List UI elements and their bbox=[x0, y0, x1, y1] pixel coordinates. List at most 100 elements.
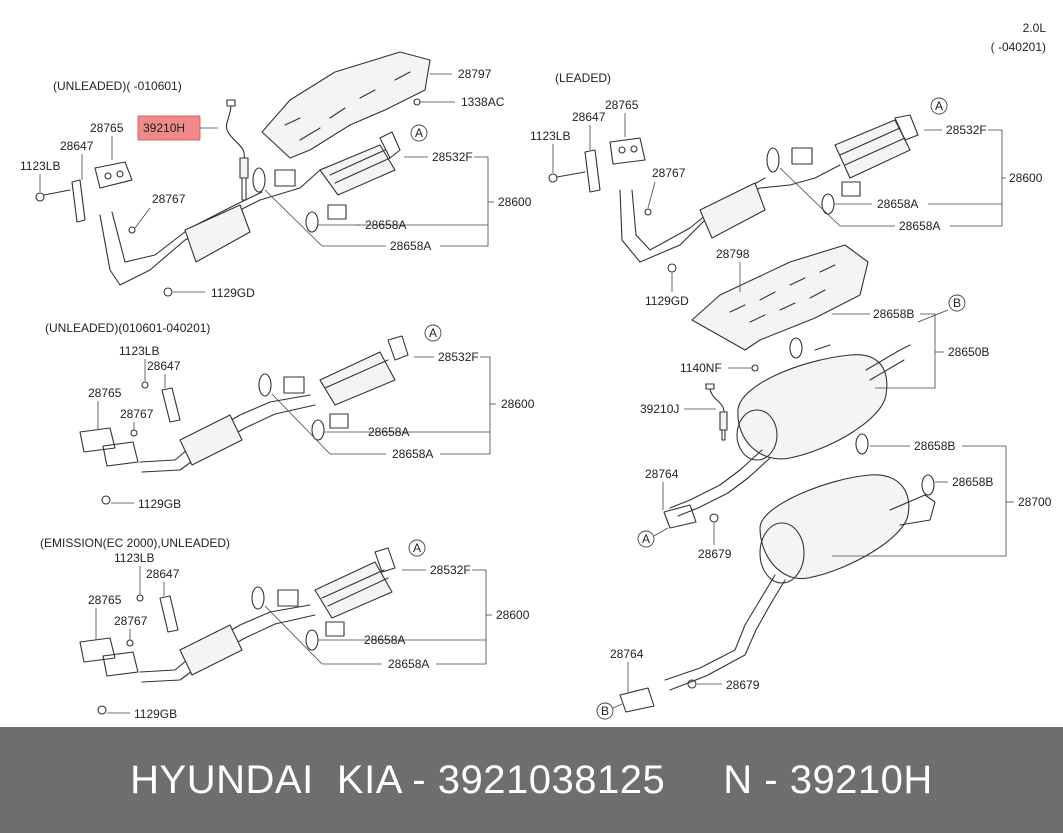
label-28797: 28797 bbox=[458, 67, 492, 81]
label-28765-4: 28765 bbox=[88, 593, 122, 607]
label-28532F-1: 28532F bbox=[432, 150, 473, 164]
heat-shield-28797 bbox=[261, 51, 431, 159]
nut-28767-leaded bbox=[644, 208, 652, 216]
label-1129GD-2: 1129GD bbox=[645, 294, 689, 308]
label-28765-1: 28765 bbox=[90, 121, 124, 135]
label-28647-1: 28647 bbox=[60, 139, 94, 153]
label-28600-1: 28600 bbox=[498, 195, 532, 209]
ref-a-3: A bbox=[429, 326, 437, 340]
ref-a-circle-4 bbox=[408, 539, 426, 557]
bolt-1129GB-mid bbox=[101, 495, 111, 505]
bolt-1129GB-emission bbox=[97, 705, 107, 715]
ref-a-2: A bbox=[935, 99, 943, 113]
section-title-leaded: (LEADED) bbox=[555, 71, 611, 85]
label-28532F-4: 28532F bbox=[430, 563, 471, 577]
gasket-28764-center bbox=[663, 504, 697, 529]
ref-b-circle-1 bbox=[948, 294, 966, 312]
label-28658B-3: 28658B bbox=[952, 475, 993, 489]
ref-a-4: A bbox=[413, 541, 421, 555]
label-28600-3: 28600 bbox=[501, 397, 535, 411]
bracket-28647-early bbox=[71, 179, 86, 223]
label-28798: 28798 bbox=[716, 247, 750, 261]
center-muffler-28650B bbox=[669, 337, 911, 517]
section-title-unleaded-mid: (UNLEADED)(010601-040201) bbox=[45, 321, 210, 335]
label-28658A-2a: 28658A bbox=[877, 197, 918, 211]
section-title-emission: (EMISSION(EC 2000),UNLEADED) bbox=[40, 536, 230, 550]
ref-a-circle-5 bbox=[637, 530, 655, 548]
label-28658A-1a: 28658A bbox=[365, 218, 406, 232]
ref-a-1: A bbox=[415, 126, 423, 140]
label-28679-2: 28679 bbox=[726, 678, 760, 692]
ref-a-5: A bbox=[642, 532, 650, 546]
nut-28679-center bbox=[709, 513, 719, 523]
label-28647-2: 28647 bbox=[572, 110, 606, 124]
gasket-28764-rear bbox=[619, 687, 655, 713]
label-28658A-4a: 28658A bbox=[364, 633, 405, 647]
gasket-28765-early bbox=[94, 161, 133, 189]
nut-28679-rear bbox=[687, 679, 697, 689]
label-28700: 28700 bbox=[1018, 495, 1052, 509]
exhaust-parts-diagram: 2.0L ( -040201) (UNLEADED)( -010601) 287… bbox=[20, 21, 1052, 721]
label-1129GD: 1129GD bbox=[211, 286, 255, 300]
ref-b-2: B bbox=[601, 704, 609, 718]
bolt-1123LB-leaded bbox=[548, 173, 558, 183]
nut-28767-mid bbox=[130, 429, 138, 437]
oxygen-sensor-39210H bbox=[225, 99, 249, 201]
label-28764-1: 28764 bbox=[645, 467, 679, 481]
label-28765-3: 28765 bbox=[88, 386, 122, 400]
label-28764-2: 28764 bbox=[610, 647, 644, 661]
label-28658B-2: 28658B bbox=[914, 439, 955, 453]
oxygen-sensor-39210J bbox=[705, 383, 728, 441]
nut-28767-early bbox=[128, 226, 136, 234]
period-label: ( -040201) bbox=[991, 40, 1046, 54]
bracket-28647-emission bbox=[159, 595, 179, 633]
bolt-1123LB-mid bbox=[141, 381, 149, 389]
rear-muffler-28700 bbox=[664, 433, 936, 691]
label-28532F-3: 28532F bbox=[438, 350, 479, 364]
label-28600-4: 28600 bbox=[496, 608, 530, 622]
label-28658A-4b: 28658A bbox=[388, 657, 429, 671]
label-28658A-2b: 28658A bbox=[899, 219, 940, 233]
bracket-28647-mid bbox=[161, 387, 181, 423]
label-28600-2: 28600 bbox=[1009, 171, 1043, 185]
ref-a-circle-3 bbox=[424, 324, 442, 342]
front-pipe-28600-leaded bbox=[619, 114, 919, 263]
ref-b-1: B bbox=[953, 296, 961, 310]
label-28767-1: 28767 bbox=[152, 192, 186, 206]
label-28650B: 28650B bbox=[948, 345, 989, 359]
gasket-2-mid bbox=[102, 441, 139, 467]
label-1338AC: 1338AC bbox=[461, 95, 505, 109]
label-1140NF: 1140NF bbox=[680, 361, 722, 375]
heat-shield-28798 bbox=[691, 244, 869, 351]
label-28658B-1: 28658B bbox=[873, 307, 914, 321]
label-28767-4: 28767 bbox=[114, 614, 148, 628]
nut-28767-emission bbox=[126, 639, 134, 647]
ref-a-circle-1 bbox=[410, 124, 428, 142]
label-1123LB-4: 1123LB bbox=[114, 551, 154, 565]
label-28647-4: 28647 bbox=[146, 567, 180, 581]
gasket-28765-emission bbox=[79, 637, 116, 663]
ref-a-circle-2 bbox=[930, 97, 948, 115]
footer-banner: HYUNDAI KIA - 3921038125 N - 39210H bbox=[0, 727, 1063, 833]
bracket-28647-leaded bbox=[584, 149, 601, 193]
label-28658A-3a: 28658A bbox=[368, 425, 409, 439]
gasket-28765-mid bbox=[79, 427, 116, 453]
engine-label: 2.0L bbox=[1023, 21, 1047, 35]
label-1123LB-3: 1123LB bbox=[119, 344, 159, 358]
label-1129GB-4: 1129GB bbox=[134, 707, 177, 721]
label-28767-2: 28767 bbox=[652, 166, 686, 180]
bolt-1123LB-early bbox=[35, 192, 45, 202]
bolt-1129GD bbox=[163, 287, 173, 297]
front-pipe-28600-early bbox=[99, 131, 401, 286]
label-1123LB-1: 1123LB bbox=[20, 159, 60, 173]
label-28658A-1b: 28658A bbox=[390, 239, 431, 253]
front-pipe-28600-mid bbox=[139, 335, 409, 473]
label-28679-1: 28679 bbox=[698, 547, 732, 561]
label-28767-3: 28767 bbox=[120, 407, 154, 421]
section-title-unleaded-early: (UNLEADED)( -010601) bbox=[53, 79, 182, 93]
label-1129GB-3: 1129GB bbox=[138, 497, 181, 511]
bolt-1129GD-leaded bbox=[667, 263, 677, 273]
label-39210J: 39210J bbox=[640, 402, 679, 416]
footer-part-number: HYUNDAI KIA - 3921038125 N - 39210H bbox=[130, 757, 933, 802]
label-1123LB-2: 1123LB bbox=[530, 129, 570, 143]
